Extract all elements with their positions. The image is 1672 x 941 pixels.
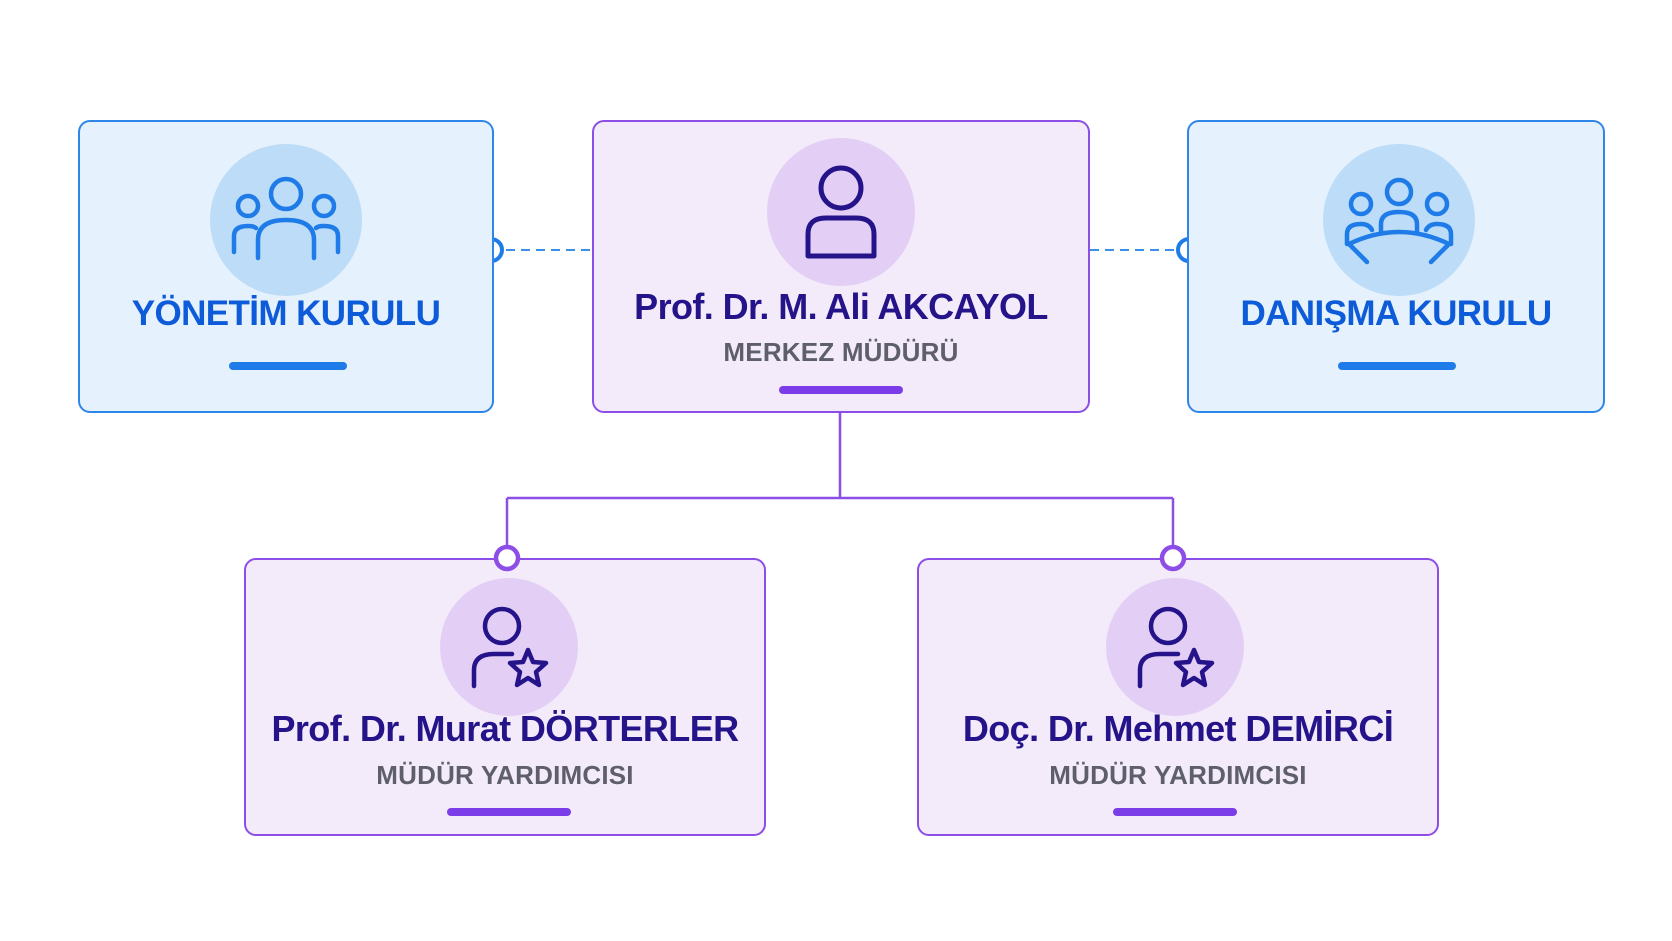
director-accent-bar bbox=[779, 386, 903, 394]
meeting-table-icon bbox=[1323, 144, 1475, 296]
deputy-1-name: Prof. Dr. Murat DÖRTERLER bbox=[271, 708, 739, 749]
advisory-board-accent-bar bbox=[1338, 362, 1456, 370]
connector-director-deputies bbox=[505, 413, 1175, 558]
user-star-icon bbox=[1106, 578, 1244, 716]
advisory-board-title: DANIŞMA KURULU bbox=[1240, 294, 1552, 333]
deputy-2-role: MÜDÜR YARDIMCISI bbox=[1049, 760, 1307, 790]
user-icon bbox=[767, 138, 915, 286]
director-card[interactable]: Prof. Dr. M. Ali AKCAYOL MERKEZ MÜDÜRÜ bbox=[592, 120, 1090, 413]
deputy-2-accent-bar bbox=[1113, 808, 1237, 816]
deputy-1-accent-bar bbox=[447, 808, 571, 816]
advisory-board-card[interactable]: DANIŞMA KURULU bbox=[1187, 120, 1605, 413]
deputy-card-2[interactable]: Doç. Dr. Mehmet DEMİRCİ MÜDÜR YARDIMCISI bbox=[917, 558, 1439, 836]
user-star-icon bbox=[440, 578, 578, 716]
director-name: Prof. Dr. M. Ali AKCAYOL bbox=[634, 286, 1048, 327]
management-board-accent-bar bbox=[229, 362, 347, 370]
group-icon bbox=[210, 144, 362, 296]
director-role: MERKEZ MÜDÜRÜ bbox=[723, 337, 959, 367]
deputy-card-1[interactable]: Prof. Dr. Murat DÖRTERLER MÜDÜR YARDIMCI… bbox=[244, 558, 766, 836]
management-board-card[interactable]: YÖNETİM KURULU bbox=[78, 120, 494, 413]
management-board-title: YÖNETİM KURULU bbox=[131, 294, 441, 333]
deputy-1-role: MÜDÜR YARDIMCISI bbox=[376, 760, 634, 790]
deputy-2-name: Doç. Dr. Mehmet DEMİRCİ bbox=[962, 708, 1394, 749]
